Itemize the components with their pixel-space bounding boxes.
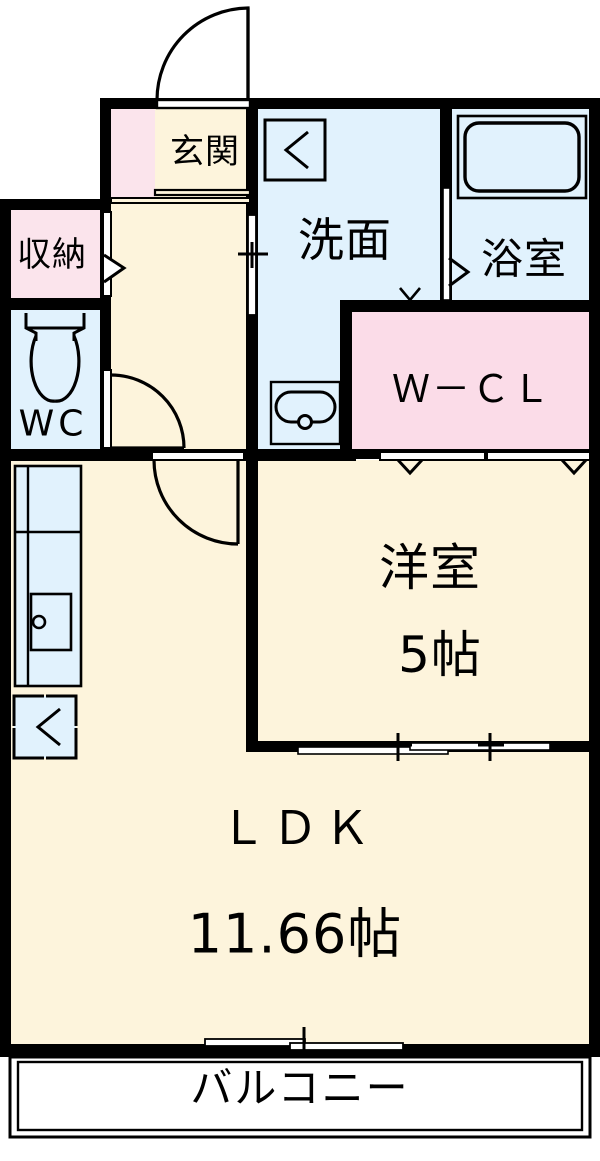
bathtub-inner [463, 121, 581, 193]
hall-door-arc [152, 459, 239, 546]
wc-swing-door[interactable] [102, 369, 186, 450]
wcl-door-arrow-left [396, 458, 424, 476]
wcl-top-arrow [399, 287, 421, 303]
label-ldk: ＬＤＫ [220, 801, 376, 855]
balcony-area [8, 1055, 592, 1139]
balcony-window-panel-right [289, 1042, 404, 1051]
hall-swing-door[interactable] [151, 451, 245, 546]
wall-left-exterior [0, 199, 11, 1055]
entrance-door-swing-arc [155, 6, 250, 101]
washing-machine-space [263, 118, 327, 182]
storage-folding-door[interactable] [102, 211, 127, 297]
ldk-floor-fill-bottom [10, 745, 592, 1045]
entrance-swing-door[interactable] [155, 6, 252, 110]
wall-senmen-bottom [246, 449, 356, 461]
ldk-marker-arrow [35, 707, 61, 747]
kitchen-counter-body [13, 464, 83, 688]
senmen-sliding-door[interactable] [238, 214, 268, 316]
kitchen-sink-basin [29, 592, 73, 652]
storage-floor-fill [10, 210, 102, 298]
label-yokushitsu: 浴室 [481, 235, 567, 284]
room-labels: 玄関 収納 WC 洗面 浴室 Ｗ－ＣＬ 洋室 5帖 ＬＤＫ 11.66帖 バルコ… [17, 132, 567, 1113]
ldk-marker-fill [14, 696, 76, 758]
genkan-step-line2 [110, 197, 251, 204]
wcl-door-leaf-left [379, 451, 486, 461]
ldk-bedroom-sliding-door[interactable] [297, 733, 551, 761]
wall-right-exterior [589, 98, 600, 1055]
genkan-step-line [153, 188, 252, 197]
wall-genkan-right [246, 98, 258, 208]
wall-storage-bottom [0, 298, 111, 310]
label-genkan: 玄関 [170, 132, 240, 172]
label-storage: 収納 [17, 235, 87, 275]
wc-door-arc [110, 373, 186, 449]
wcl-door-arrow-right [560, 458, 588, 476]
wcl-door-leaf-right [486, 451, 591, 461]
washer-corner-tr [295, 118, 327, 150]
shoe-box-fill [108, 106, 155, 202]
bathtub [456, 114, 588, 200]
wcl-floor-fill [352, 312, 592, 452]
genkan-floor-fill [155, 106, 250, 202]
ldk-window-marker [12, 694, 78, 760]
genkan-step [110, 188, 252, 204]
label-ldk-size: 11.66帖 [188, 903, 403, 966]
washer-corner-br [295, 150, 327, 182]
toilet-fixture [24, 313, 86, 403]
washer-arrow [283, 130, 309, 170]
wall-genkan-left [100, 98, 111, 204]
label-wc: WC [19, 404, 88, 445]
ldk-marker-tl [12, 694, 44, 726]
kitchen-faucet [31, 614, 47, 630]
ldk-marker-tr [46, 694, 78, 726]
ldk-marker-bl [12, 728, 44, 760]
wc-door-opening [102, 369, 112, 449]
bath-door-track [442, 187, 451, 301]
closet-folding-doors[interactable] [379, 300, 591, 476]
entrance-door-threshold [155, 98, 252, 110]
vanity-sink [269, 380, 342, 446]
balcony-outline-inner [16, 1060, 584, 1132]
wc-floor-fill [10, 310, 102, 450]
kitchen-sink-counter [13, 464, 83, 688]
ldk-marker-br [46, 728, 78, 760]
balcony-sliding-window[interactable] [204, 1027, 404, 1058]
label-youshitsu: 洋室 [379, 539, 481, 597]
label-wcl: Ｗ－ＣＬ [392, 367, 552, 411]
wall-top [100, 98, 600, 109]
wall-senmen-wcl [340, 300, 592, 312]
wall-upper-left-step [0, 199, 111, 210]
wcl-top-marker [399, 287, 421, 303]
storage-door-track [102, 211, 112, 297]
toilet-bowl-right [54, 335, 81, 403]
vanity-faucet [297, 414, 313, 430]
wall-bedroom-left [246, 449, 258, 749]
label-youshitsu-size: 5帖 [398, 626, 482, 684]
wall-wcl-left [340, 300, 352, 460]
washer-corner-tl [263, 118, 295, 150]
storage-door-leaf-arrow [103, 253, 127, 284]
hall-door-threshold [151, 451, 245, 461]
label-balcony: バルコニー [190, 1064, 409, 1113]
toilet-bowl-left [29, 335, 56, 403]
label-senmen: 洗面 [298, 213, 392, 267]
bathroom-folding-door[interactable] [442, 187, 471, 301]
washer-corner-bl [263, 150, 295, 182]
bath-door-leaf-arrow [448, 256, 471, 288]
bedroom-floor-fill [258, 460, 592, 745]
